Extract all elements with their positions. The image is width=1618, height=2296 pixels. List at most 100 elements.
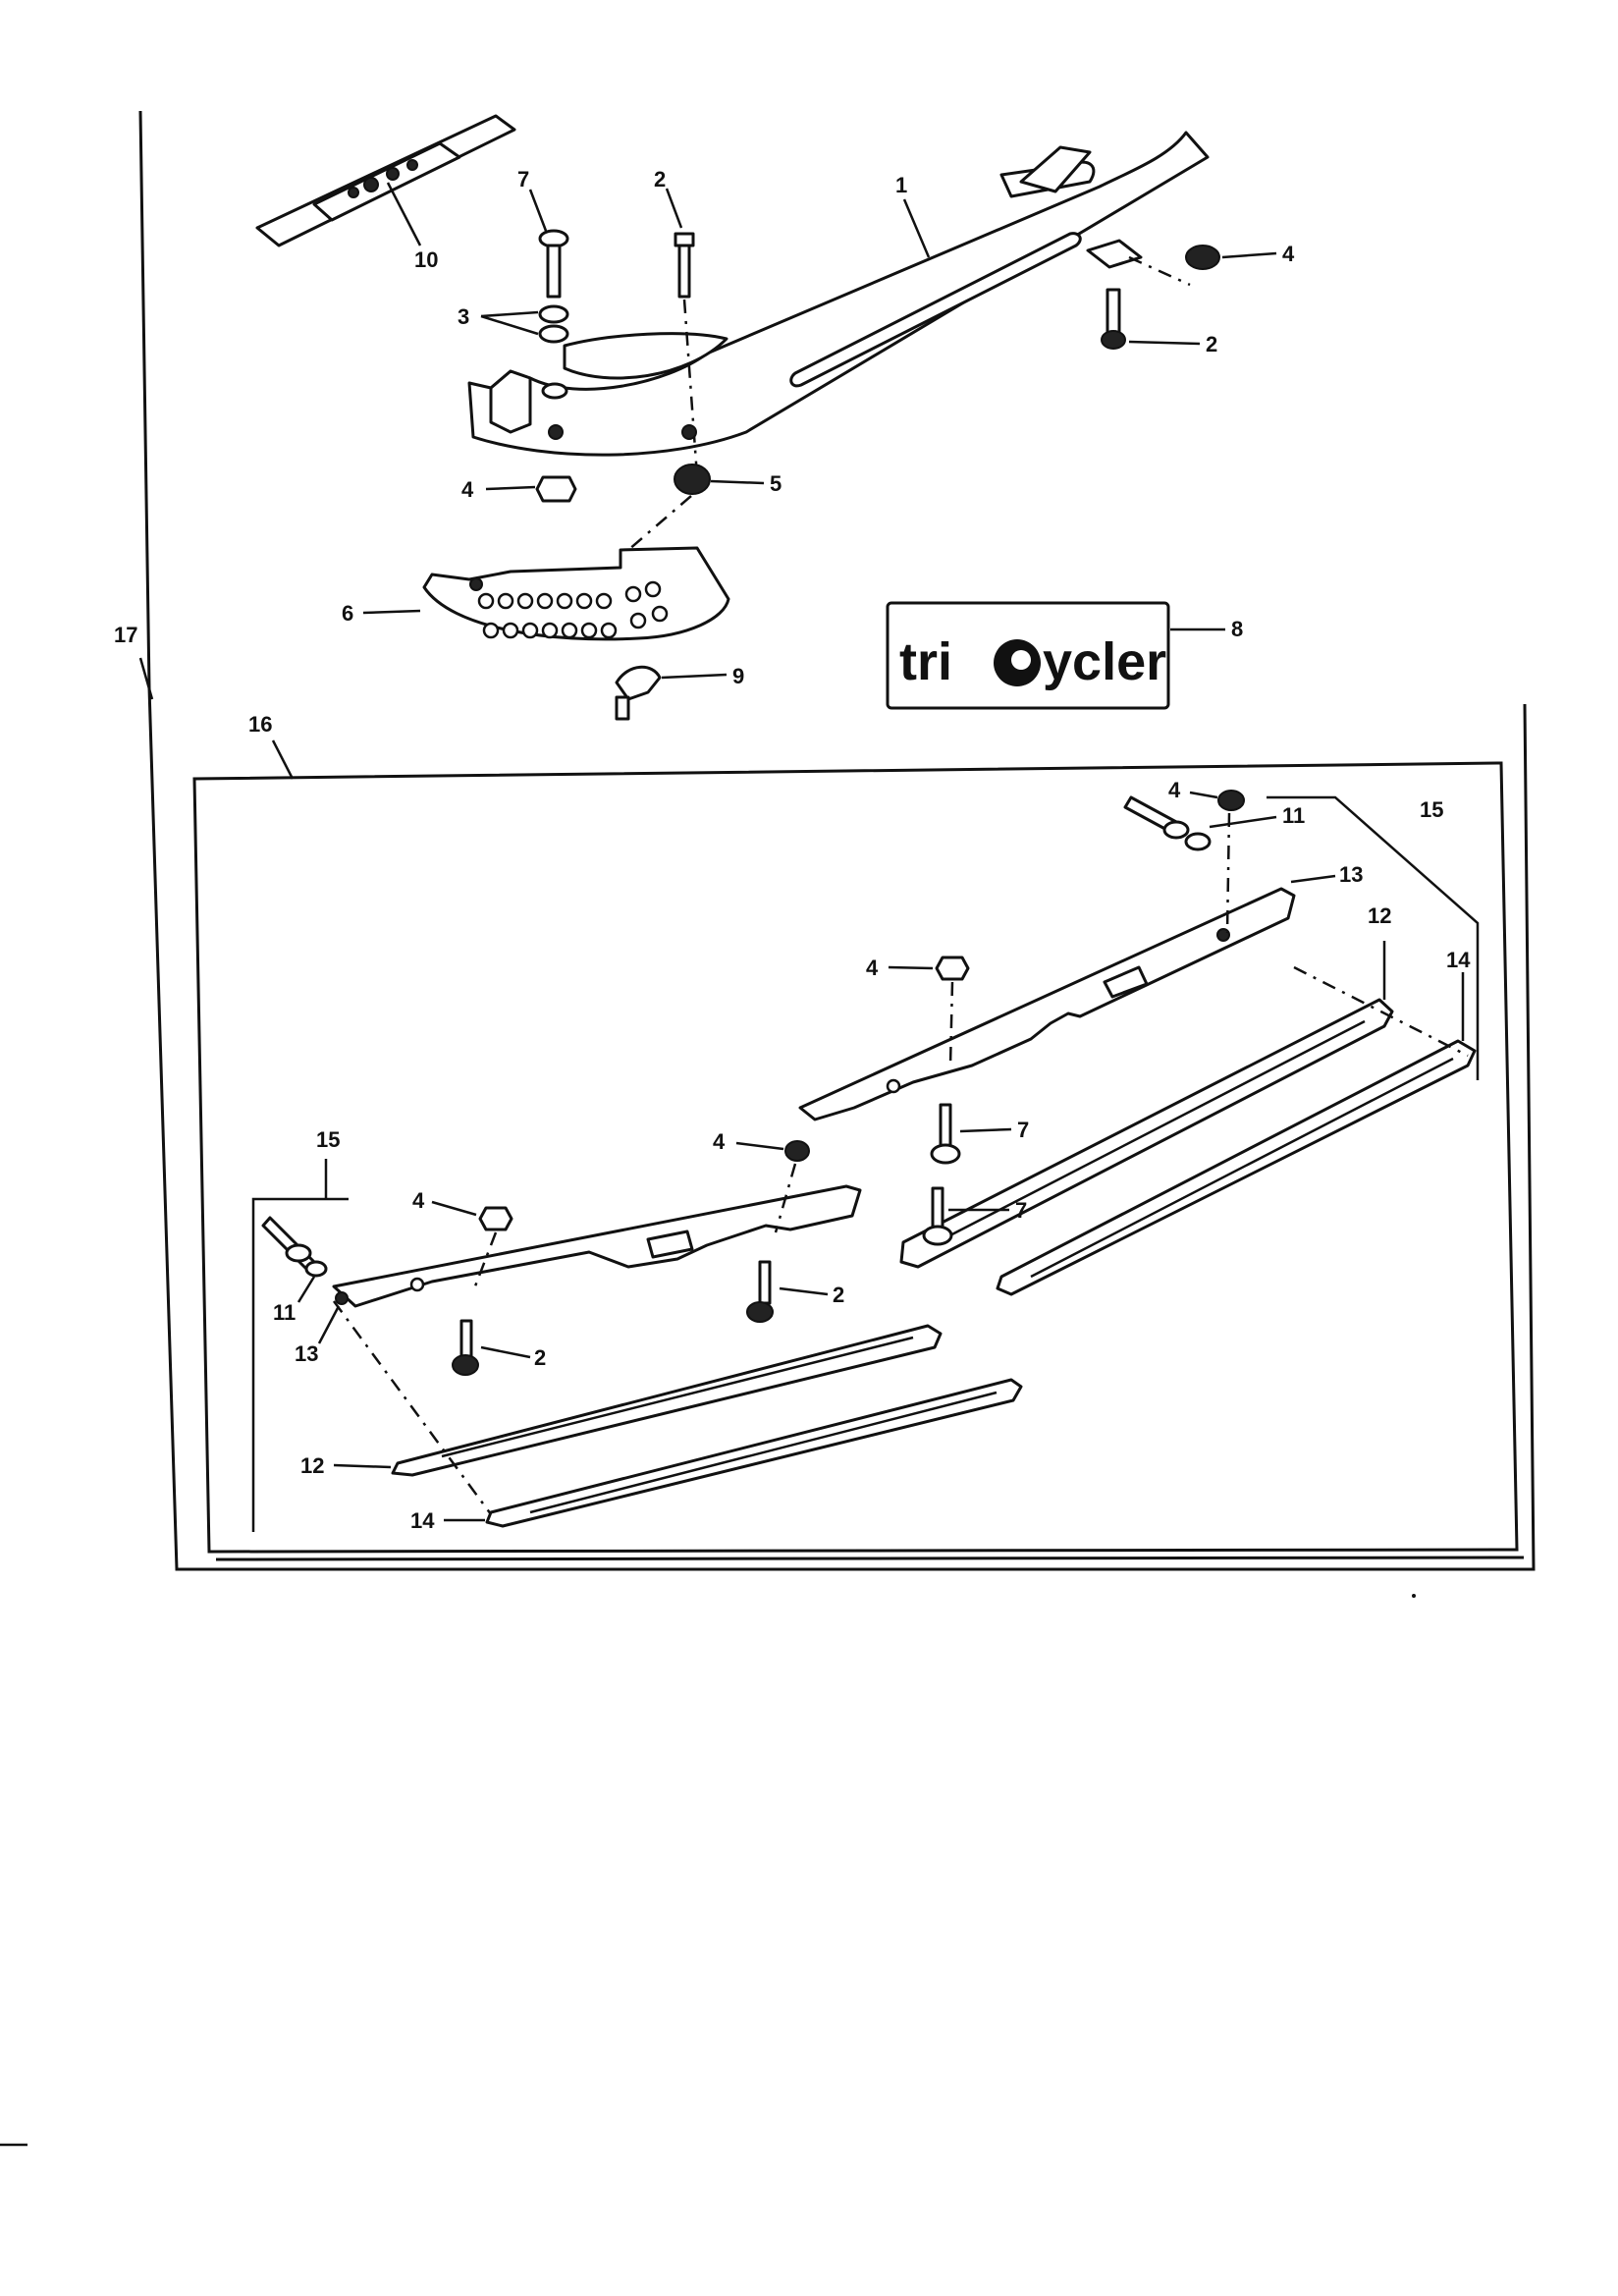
assembly-line-left-a	[471, 1231, 498, 1292]
leader-2-bracket-left-b	[779, 1286, 829, 1296]
callout-10: 10	[414, 247, 438, 272]
callout-11-top-right: 11	[1282, 803, 1305, 828]
assembly-line-4-right	[1128, 255, 1191, 287]
callout-4-bracket-left-b: 4	[713, 1129, 726, 1154]
callout-14-right: 14	[1446, 948, 1471, 972]
height-plate-holes	[469, 577, 669, 639]
assembly-line-left-rail	[332, 1300, 493, 1515]
carriage-bolt-bracket-right	[930, 1103, 961, 1165]
logo-text-right: ycler	[1043, 632, 1166, 691]
callout-4-left: 4	[461, 477, 474, 502]
speck	[1412, 1594, 1416, 1598]
callout-2-top: 2	[654, 167, 666, 191]
nut-part-bracket-left-a	[478, 1206, 513, 1231]
callout-4-bracket-left-a: 4	[412, 1188, 425, 1213]
pin-part-left	[261, 1216, 328, 1278]
leader-4-right	[1221, 251, 1277, 259]
callout-7-bracket-right: 7	[1017, 1118, 1029, 1142]
arm-bracket-part	[467, 131, 1210, 457]
skirt-rail-right-14	[996, 1039, 1477, 1296]
callout-12-left: 12	[300, 1453, 324, 1478]
leader-12-left	[333, 1463, 392, 1469]
height-plate-part	[422, 546, 730, 641]
mulch-bracket-left	[332, 1184, 862, 1308]
leader-4-bracket-left-a	[431, 1200, 477, 1217]
callout-12-right: 12	[1368, 903, 1391, 928]
leader-15-left	[251, 1197, 349, 1532]
skirt-rail-right-12	[899, 998, 1394, 1269]
leader-10	[386, 182, 422, 246]
leader-2-top	[665, 188, 683, 229]
leader-3a	[480, 310, 539, 318]
callout-3: 3	[458, 304, 469, 329]
inner-kit-frame	[192, 761, 1519, 1554]
hex-bolt-bracket-left-a	[452, 1319, 479, 1376]
hex-bolt-bracket-left-b	[746, 1260, 774, 1323]
outer-kit-frame	[138, 110, 1536, 1571]
logo-text-left: tri	[899, 632, 952, 691]
leader-4-bracket-left-b	[735, 1141, 784, 1151]
leader-1	[902, 198, 931, 258]
callout-2-bracket-left-a: 2	[534, 1345, 546, 1370]
leader-11-left	[297, 1276, 316, 1303]
skirt-rail-left-12	[391, 1324, 943, 1477]
pin-part-top-right	[1123, 795, 1212, 851]
leader-6	[362, 609, 421, 615]
callout-9: 9	[732, 664, 744, 688]
logo-decal: tri ycler	[886, 601, 1170, 710]
leader-4-left	[485, 485, 536, 491]
leader-4-top-right	[1189, 791, 1218, 799]
callout-2-right: 2	[1206, 332, 1217, 356]
callout-8: 8	[1231, 617, 1243, 641]
assembly-line-4-bracket-right	[948, 981, 954, 1066]
callout-6: 6	[342, 601, 353, 626]
callout-4-top-right: 4	[1168, 778, 1181, 802]
leader-13-left	[317, 1305, 341, 1344]
assembly-line-left-b	[774, 1163, 797, 1233]
leader-9	[661, 673, 728, 680]
leader-2-bracket-left-a	[480, 1345, 531, 1359]
assembly-line-5	[627, 495, 692, 551]
nut-part-top-right	[1217, 790, 1245, 811]
callout-1: 1	[895, 173, 907, 197]
callout-11-left: 11	[273, 1300, 296, 1325]
nut-part-bracket-left-b	[784, 1140, 810, 1162]
leader-13-right	[1290, 874, 1336, 884]
callout-13-right: 13	[1339, 862, 1363, 887]
leader-5	[710, 479, 765, 485]
callout-16: 16	[248, 712, 272, 737]
leader-4-bracket-right	[888, 965, 934, 970]
callout-13-left: 13	[295, 1341, 318, 1366]
callout-2-bracket-left-b: 2	[833, 1283, 844, 1307]
leader-16	[271, 739, 295, 780]
spacer-part	[674, 424, 711, 495]
callout-4-bracket-right: 4	[866, 956, 879, 980]
assembly-line-right-rail	[1293, 965, 1469, 1058]
callout-15-left: 15	[316, 1127, 340, 1152]
leader-7-top	[528, 189, 548, 232]
callout-17: 17	[114, 623, 137, 647]
nut-part-left	[535, 475, 577, 503]
nut-part-bracket-right	[935, 956, 970, 981]
leader-7-bracket-right	[959, 1127, 1012, 1133]
callout-4-right: 4	[1282, 242, 1295, 266]
callout-14-left: 14	[410, 1508, 435, 1533]
knob-part	[615, 665, 662, 721]
nut-part-right	[1185, 245, 1220, 270]
assembly-line-2-top	[682, 299, 699, 477]
carriage-bolt-center	[922, 1186, 953, 1246]
callout-7-center: 7	[1015, 1198, 1027, 1223]
leader-15-right	[1267, 795, 1480, 1080]
hex-bolt-part-right	[1101, 288, 1126, 350]
callout-5: 5	[770, 471, 782, 496]
leader-17	[138, 657, 154, 700]
blade-part	[255, 114, 516, 247]
inner-kit-frame-shadow	[215, 1556, 1525, 1561]
callout-15-right: 15	[1420, 797, 1443, 822]
callout-7-top: 7	[517, 167, 529, 191]
hex-bolt-part	[674, 232, 695, 299]
assembly-line-top-right	[1225, 812, 1231, 934]
leader-11-top-right	[1209, 815, 1277, 829]
carriage-bolt-part	[538, 229, 569, 299]
